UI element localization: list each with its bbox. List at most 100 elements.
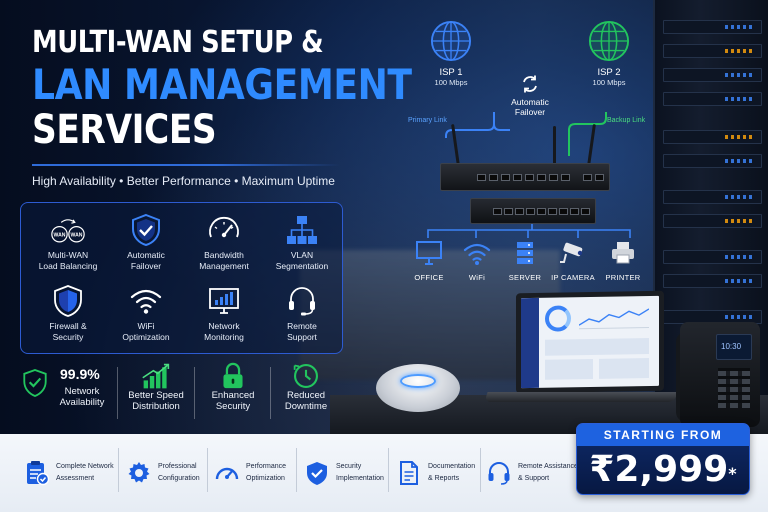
- service-divider: [296, 448, 297, 492]
- tagline: High Availability • Better Performance •…: [32, 174, 335, 188]
- service-divider: [480, 448, 481, 492]
- backup-link-label: Backup Link: [607, 117, 646, 124]
- ip-phone: 10:30: [680, 322, 760, 427]
- isp2-label: ISP 2 100 Mbps: [584, 67, 634, 87]
- camera-icon: [560, 242, 583, 263]
- isp1-speed: 100 Mbps: [434, 78, 468, 87]
- globe-icon: [430, 20, 472, 62]
- shield-check-icon: [23, 369, 47, 397]
- network-switch: [470, 198, 596, 224]
- headset-icon: [488, 462, 510, 485]
- device-wifi: WiFi: [448, 240, 506, 282]
- globe-icon: [588, 20, 630, 62]
- page-title: MULTI-WAN SETUP & LAN MANAGEMENT SERVICE…: [32, 25, 473, 153]
- wifi-icon: [130, 289, 162, 314]
- bar-chart-up-icon: [142, 363, 170, 389]
- clipboard-check-icon: [27, 461, 50, 486]
- lock-icon: [223, 362, 243, 389]
- laptop-base: [484, 392, 678, 402]
- shield-check-icon: [307, 462, 327, 485]
- gauge-icon: [215, 467, 239, 480]
- stat-divider: [117, 367, 118, 419]
- device-links: [427, 224, 631, 238]
- desktop-icon: [416, 241, 442, 265]
- price-header: STARTING FROM: [577, 424, 749, 446]
- clock-icon: [293, 364, 318, 388]
- printer-icon: [612, 242, 634, 264]
- service-remote-assistance: Remote Assistance& Support: [486, 452, 578, 494]
- service-divider: [207, 448, 208, 492]
- device-ip-camera: IP CAMERA: [544, 240, 602, 282]
- wan-balancing-icon: WAN WAN: [51, 219, 85, 243]
- access-point: [376, 364, 460, 412]
- price-badge: STARTING FROM ₹2,999*: [576, 423, 750, 495]
- phone-time: 10:30: [721, 342, 742, 351]
- title-line-1: MULTI-WAN SETUP &: [32, 25, 324, 60]
- wan-text-right: WAN: [71, 232, 83, 238]
- shield-check-icon: [132, 213, 160, 247]
- server-rack: [653, 0, 768, 430]
- title-line-2: LAN MANAGEMENT: [32, 60, 412, 109]
- router-antenna: [553, 126, 556, 168]
- document-icon: [400, 461, 418, 485]
- vlan-icon: [287, 216, 317, 244]
- isp1-label: ISP 1 100 Mbps: [426, 67, 476, 87]
- device-server: SERVER: [496, 240, 554, 282]
- device-printer: PRINTER: [594, 240, 652, 282]
- price-asterisk: *: [728, 464, 737, 483]
- gauge-icon: [209, 216, 239, 238]
- service-divider: [118, 448, 119, 492]
- feature-label: Firewall &Security: [49, 321, 87, 342]
- feature-firewall: Firewall &Security: [28, 284, 108, 343]
- device-office: OFFICE: [400, 240, 458, 282]
- headset-icon: [289, 287, 315, 316]
- dashboard-screen: [521, 295, 659, 389]
- service-documentation: Documentation& Reports: [396, 452, 475, 494]
- service-divider: [388, 448, 389, 492]
- isp2-speed: 100 Mbps: [592, 78, 626, 87]
- stat-divider: [270, 367, 271, 419]
- server-icon: [517, 242, 533, 264]
- gear-icon: [128, 462, 150, 483]
- monitor-chart-icon: [209, 288, 239, 314]
- wifi-icon: [463, 243, 491, 265]
- wan-links: [445, 112, 607, 156]
- laptop: [516, 290, 664, 394]
- price-amount: ₹2,999*: [589, 449, 737, 490]
- primary-link-label: Primary Link: [408, 117, 447, 124]
- stat-value: 99.9%: [60, 366, 100, 382]
- wan-text-left: WAN: [54, 232, 66, 238]
- sync-icon: [523, 75, 537, 93]
- firewall-shield-icon: [54, 285, 82, 317]
- title-line-3: SERVICES: [32, 107, 217, 153]
- stat-divider: [194, 367, 195, 419]
- title-divider: [32, 164, 340, 166]
